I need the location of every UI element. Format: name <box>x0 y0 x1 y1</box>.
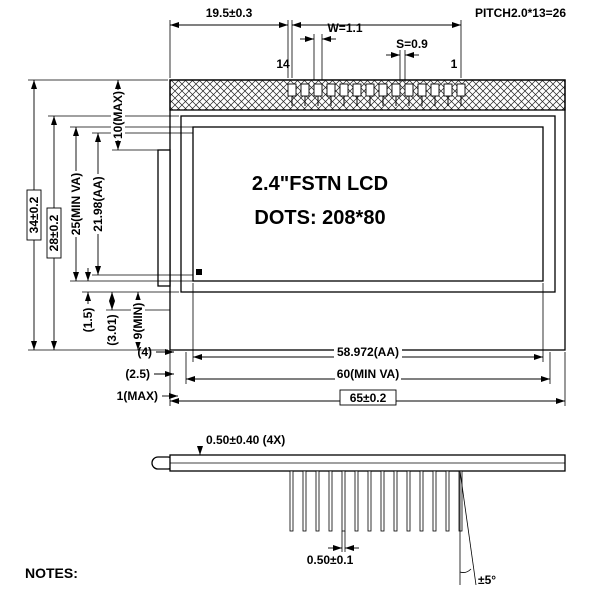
dim-3-01: (3.01) <box>105 314 119 345</box>
left-dimensions: 34±0.2 28±0.2 25(MIN VA) 21.98(AA) 10(MA… <box>26 79 193 403</box>
dim-lead-angle: ±5° <box>478 573 496 587</box>
glass-ledge <box>157 149 171 287</box>
dim-aa-width: 58.972(AA) <box>337 345 399 359</box>
pin-14-label: 14 <box>276 57 290 71</box>
dim-pitch: PITCH2.0*13=26 <box>475 6 566 20</box>
notes-label: NOTES: <box>25 565 78 581</box>
pin-1-label: 1 <box>451 57 458 71</box>
dim-2-5: (2.5) <box>125 367 150 381</box>
dim-thickness: 0.50±0.40 (4X) <box>206 433 285 447</box>
viewing-area <box>192 126 544 282</box>
dim-1-max: 1(MAX) <box>117 389 158 403</box>
side-pins <box>289 470 463 532</box>
dim-aa-height: 21.98(AA) <box>91 176 105 231</box>
dim-1-5: (1.5) <box>81 308 95 333</box>
dim-4: (4) <box>137 345 152 359</box>
lcd-dots-label: DOTS: 208*80 <box>254 207 385 229</box>
lcd-type-label: 2.4"FSTN LCD <box>252 173 388 195</box>
dim-pin-gap: S=0.9 <box>396 37 428 51</box>
dim-total-height: 34±0.2 <box>27 196 41 233</box>
pin-pad-leads <box>291 96 462 106</box>
dim-lead-thickness: 0.50±0.1 <box>307 553 354 567</box>
dim-outline-height: 28±0.2 <box>47 214 61 251</box>
pin-pads <box>287 83 466 97</box>
dim-pin-width: W=1.1 <box>327 21 362 35</box>
bottom-dimensions: 58.972(AA) 60(MIN VA) 65±0.2 <box>169 283 566 406</box>
dim-total-width: 65±0.2 <box>350 391 387 405</box>
side-view: 0.50±0.40 (4X) 0.50±0.1 ±5° <box>151 433 566 587</box>
top-dimensions: 19.5±0.3 PITCH2.0*13=26 W=1.1 S=0.9 14 1 <box>169 6 566 82</box>
dim-va-width: 60(MIN VA) <box>337 367 399 381</box>
front-view: 2.4"FSTN LCD DOTS: 208*80 <box>157 79 566 351</box>
pin1-indicator-dot <box>196 269 202 275</box>
dim-top-margin: 10(MAX) <box>111 91 125 139</box>
dim-9-min: 9(MIN) <box>131 303 145 340</box>
dim-edge-to-pin: 19.5±0.3 <box>206 6 253 20</box>
dim-va-height: 25(MIN VA) <box>69 173 83 235</box>
